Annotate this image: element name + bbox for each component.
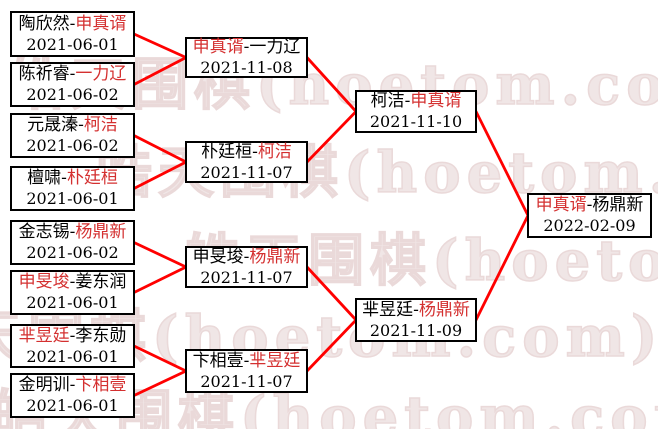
match-players: 卞相壹-芈昱廷 — [193, 351, 301, 372]
player-name: 申旻埈- — [192, 246, 250, 267]
match-box-r1-3[interactable]: 元晟溱-柯洁 2021-06-02 — [10, 113, 135, 158]
connector-line — [305, 56, 358, 113]
connector-line — [474, 110, 530, 217]
player-name: 陈祈睿- — [18, 64, 76, 85]
match-players: 申真谞-一力辽 — [193, 37, 301, 58]
connector-line — [132, 265, 188, 294]
connector-line — [132, 241, 188, 269]
match-players: 元晟溱-柯洁 — [27, 115, 118, 136]
match-players: 申真谞-杨鼎新 — [536, 195, 644, 216]
connector-line — [305, 110, 358, 164]
connector-line — [132, 134, 188, 164]
connector-line — [132, 56, 188, 86]
player-name-winner: 芈昱廷 — [249, 350, 301, 371]
connector-line — [305, 318, 358, 373]
match-players: 金志锡-杨鼎新 — [19, 222, 127, 243]
player-name-winner: 杨鼎新 — [75, 222, 127, 243]
match-players: 芈昱廷-李东勋 — [19, 326, 127, 347]
match-box-r1-8[interactable]: 金明训-卞相壹 2021-06-01 — [10, 373, 135, 418]
match-date: 2021-06-01 — [26, 346, 119, 366]
match-players: 申旻埈-姜东润 — [19, 272, 127, 293]
player-name-winner: 卞相壹 — [75, 375, 127, 396]
match-date: 2021-11-07 — [200, 371, 293, 391]
match-date: 2021-11-07 — [200, 267, 293, 287]
player-name: 陶欣然- — [18, 13, 76, 34]
player-name: -姜东润 — [69, 272, 127, 293]
player-name: 金明训- — [18, 375, 76, 396]
match-box-r1-4[interactable]: 檀啸-朴廷桓 2021-06-01 — [10, 166, 135, 211]
player-name: 卞相壹- — [192, 350, 250, 371]
player-name-winner: 杨鼎新 — [418, 299, 470, 320]
match-players: 陶欣然-申真谞 — [19, 14, 127, 35]
match-box-r2-4[interactable]: 卞相壹-芈昱廷 2021-11-07 — [185, 349, 308, 393]
match-players: 柯洁-申真谞 — [371, 91, 462, 112]
match-box-r1-2[interactable]: 陈祈睿-一力辽 2021-06-02 — [10, 62, 135, 107]
player-name-winner: 朴廷桓 — [66, 168, 118, 189]
match-box-r2-3[interactable]: 申旻埈-杨鼎新 2021-11-07 — [185, 246, 308, 288]
match-date: 2021-06-01 — [26, 396, 119, 416]
player-name-winner: 申真谞 — [192, 37, 244, 58]
match-date: 2021-06-02 — [26, 85, 119, 105]
player-name: -一力辽 — [243, 37, 301, 58]
match-box-r1-7[interactable]: 芈昱廷-李东勋 2021-06-01 — [10, 324, 135, 368]
match-box-sf-2[interactable]: 芈昱廷-杨鼎新 2021-11-09 — [355, 298, 477, 342]
match-date: 2021-11-09 — [369, 320, 463, 340]
connector-line — [474, 214, 530, 322]
match-players: 金明训-卞相壹 — [19, 375, 127, 396]
player-name-winner: 柯洁 — [257, 141, 292, 162]
connector-line — [132, 369, 188, 397]
match-date: 2021-06-02 — [26, 243, 119, 263]
match-box-r2-1[interactable]: 申真谞-一力辽 2021-11-08 — [185, 37, 308, 78]
player-name: -杨鼎新 — [586, 195, 644, 216]
match-date: 2021-06-02 — [26, 136, 119, 156]
match-date: 2022-02-09 — [543, 216, 636, 236]
player-name: 朴廷桓- — [201, 141, 258, 162]
match-date: 2021-11-08 — [200, 58, 293, 78]
match-date: 2021-06-01 — [26, 189, 119, 209]
player-name-winner: 申真谞 — [535, 195, 587, 216]
match-box-r1-1[interactable]: 陶欣然-申真谞 2021-06-01 — [10, 11, 135, 57]
player-name-winner: 杨鼎新 — [249, 246, 301, 267]
player-name: 元晟溱- — [27, 115, 84, 136]
player-name: -李东勋 — [69, 325, 127, 346]
match-players: 申旻埈-杨鼎新 — [193, 247, 301, 268]
player-name: 金志锡- — [18, 222, 76, 243]
match-box-r1-6[interactable]: 申旻埈-姜东润 2021-06-01 — [10, 270, 135, 315]
connector-line — [305, 265, 358, 322]
match-players: 檀啸-朴廷桓 — [27, 168, 118, 189]
match-date: 2021-11-07 — [200, 162, 293, 182]
player-name: 柯洁- — [370, 91, 411, 112]
match-players: 朴廷桓-柯洁 — [201, 142, 292, 163]
connector-line — [132, 32, 188, 59]
connector-line — [132, 160, 188, 190]
match-date: 2021-06-01 — [26, 34, 119, 54]
match-box-sf-1[interactable]: 柯洁-申真谞 2021-11-10 — [355, 90, 477, 133]
player-name: 芈昱廷- — [362, 299, 419, 320]
player-name-winner: 芈昱廷 — [18, 325, 70, 346]
match-box-final[interactable]: 申真谞-杨鼎新 2022-02-09 — [527, 193, 652, 238]
match-date: 2021-06-01 — [26, 293, 119, 313]
connector-line — [132, 344, 188, 373]
match-players: 芈昱廷-杨鼎新 — [362, 300, 470, 321]
match-players: 陈祈睿-一力辽 — [19, 64, 127, 85]
match-box-r1-5[interactable]: 金志锡-杨鼎新 2021-06-02 — [10, 220, 135, 265]
player-name-winner: 柯洁 — [83, 115, 118, 136]
player-name-winner: 一力辽 — [75, 64, 127, 85]
match-box-r2-2[interactable]: 朴廷桓-柯洁 2021-11-07 — [185, 141, 308, 183]
player-name-winner: 申真谞 — [410, 91, 462, 112]
player-name: 檀啸- — [27, 168, 67, 189]
player-name-winner: 申真谞 — [75, 13, 127, 34]
match-date: 2021-11-10 — [369, 112, 463, 132]
player-name-winner: 申旻埈 — [18, 272, 70, 293]
